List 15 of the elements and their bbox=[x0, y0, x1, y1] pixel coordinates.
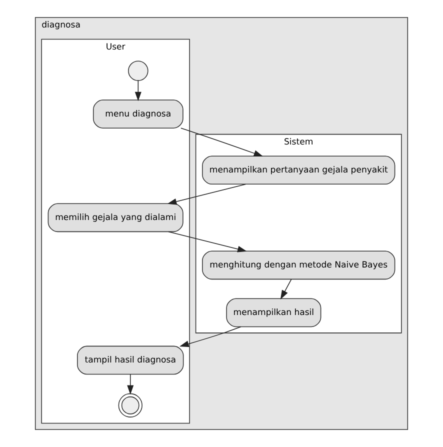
node-box: menampilkan pertanyaan gejala penyakit bbox=[202, 156, 396, 185]
node-box: tampil hasil diagnosa bbox=[77, 346, 184, 375]
arrow bbox=[280, 278, 292, 300]
node-bullseye bbox=[118, 393, 142, 418]
arrow bbox=[134, 80, 142, 102]
arrow bbox=[167, 184, 246, 205]
node-box: menu diagnosa bbox=[92, 100, 184, 128]
arrow bbox=[180, 128, 264, 156]
arrow bbox=[168, 231, 247, 252]
node-circle bbox=[128, 60, 148, 81]
node-box: menghitung dengan metode Naive Bayes bbox=[202, 250, 396, 280]
node-box: menampilkan hasil bbox=[226, 298, 322, 328]
arrow bbox=[179, 326, 242, 348]
arrow bbox=[127, 374, 134, 395]
node-box: memilih gejala yang dialami bbox=[48, 203, 184, 232]
